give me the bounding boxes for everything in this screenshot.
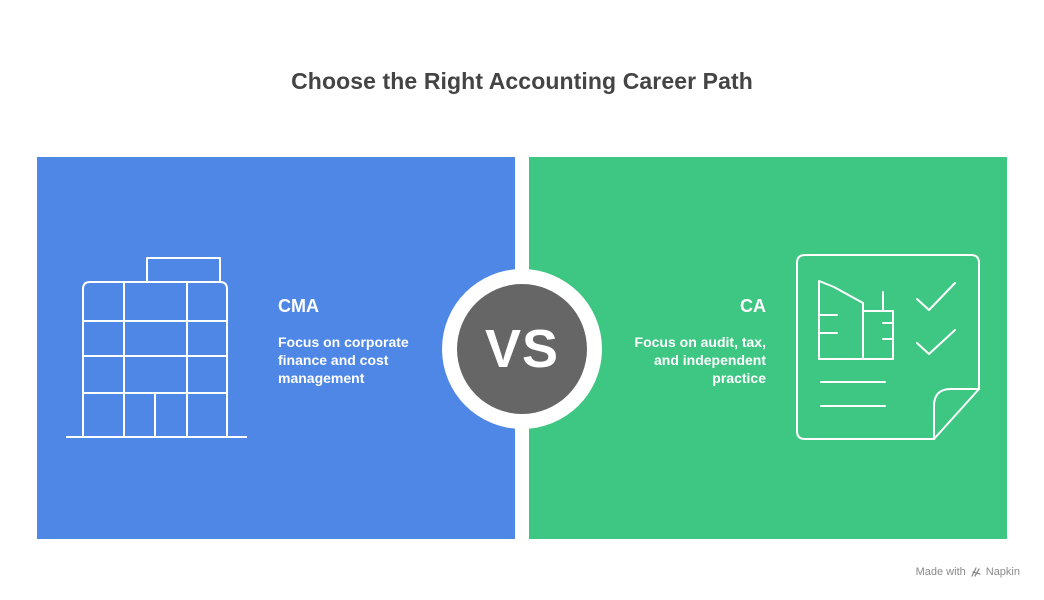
vs-badge: VS	[442, 269, 602, 429]
vs-label: VS	[484, 319, 560, 379]
napkin-brand-label: Napkin	[985, 566, 1020, 578]
cma-description: Focus on corporate finance and cost mana…	[278, 334, 409, 386]
ca-panel: CA Focus on audit, tax, and independent …	[529, 157, 1007, 539]
vs-circle: VS	[457, 284, 587, 414]
attribution-footer: Made with Napkin	[916, 566, 1020, 578]
building-icon	[66, 257, 247, 438]
ca-heading: CA	[740, 296, 766, 316]
page-title: Choose the Right Accounting Career Path	[291, 68, 753, 94]
made-with-label: Made with	[915, 566, 966, 578]
napkin-logo-icon	[971, 567, 981, 577]
ca-description: Focus on audit, tax, and independent pra…	[634, 334, 766, 386]
cma-heading: CMA	[278, 296, 319, 316]
checklist-document-icon	[796, 254, 980, 440]
cma-panel: CMA Focus on corporate finance and cost …	[37, 157, 515, 539]
